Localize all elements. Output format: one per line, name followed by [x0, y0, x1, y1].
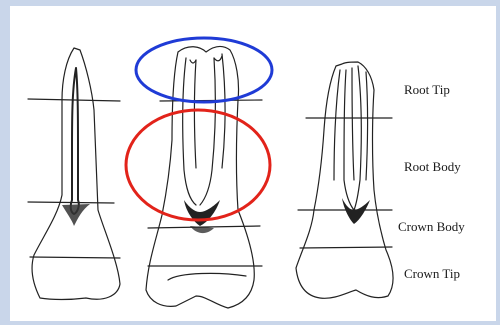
label-crown-tip: Crown Tip [404, 266, 460, 282]
label-root-body: Root Body [404, 159, 461, 175]
single-root-tooth-icon [28, 48, 120, 300]
multi-root-molar-icon [296, 62, 393, 298]
tooth1-crown-body-line [30, 257, 120, 258]
tooth3-crown-body-line [300, 247, 392, 248]
root-body-highlight-ellipse [126, 110, 270, 220]
tooth1-root-body-line [28, 202, 114, 203]
label-root-tip: Root Tip [404, 82, 450, 98]
tooth1-root-tip-line [28, 99, 120, 101]
label-crown-body: Crown Body [398, 219, 465, 235]
root-tip-highlight-ellipse [136, 38, 272, 102]
two-root-tooth-icon [146, 46, 262, 308]
